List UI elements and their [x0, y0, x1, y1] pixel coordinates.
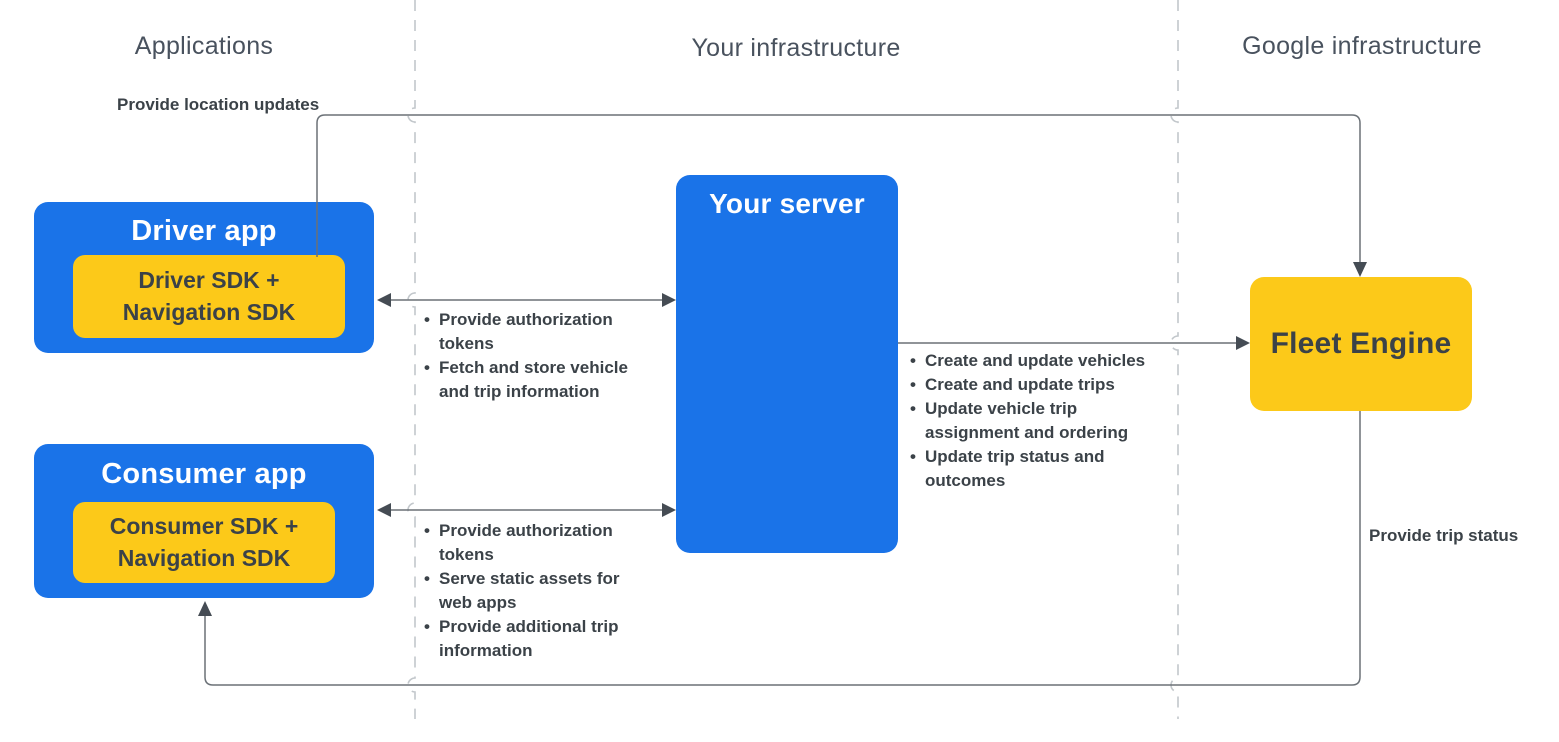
column-header-your-infrastructure: Your infrastructure [691, 34, 901, 62]
edge-label-provide-trip-status: Provide trip status [1369, 526, 1519, 545]
edge-list-server-to-fleet: Create and update vehicles Create and up… [910, 349, 1162, 493]
list-item: Provide additional trip information [424, 615, 636, 663]
driver-sdk-node: Driver SDK + Navigation SDK [73, 255, 345, 338]
list-item: Provide authorization tokens [424, 519, 636, 567]
arrowhead-left-consumer-app [377, 503, 391, 517]
list-item: Update vehicle trip assignment and order… [910, 397, 1162, 445]
arrowhead-right-your-server-top [662, 293, 676, 307]
your-server-node: Your server [676, 175, 898, 553]
edge-list-driver-to-server: Provide authorization tokens Fetch and s… [424, 308, 646, 404]
driver-app-node: Driver app Driver SDK + Navigation SDK [34, 202, 374, 353]
list-item: Create and update trips [910, 373, 1162, 397]
list-item: Provide authorization tokens [424, 308, 646, 356]
arrowhead-right-your-server-bottom [662, 503, 676, 517]
dashed-boundary-left [407, 0, 416, 719]
arrowhead-down-fleet-engine [1353, 262, 1367, 277]
consumer-sdk-line2: Navigation SDK [117, 544, 291, 571]
driver-app-title: Driver app [131, 215, 277, 247]
consumer-sdk-node: Consumer SDK + Navigation SDK [73, 502, 335, 583]
consumer-app-title: Consumer app [101, 458, 307, 490]
edge-label-provide-location-updates: Provide location updates [117, 95, 320, 114]
edge-list-consumer-to-server: Provide authorization tokens Serve stati… [424, 519, 636, 663]
driver-sdk-line1: Driver SDK + [138, 267, 280, 294]
fleet-engine-node: Fleet Engine [1250, 277, 1472, 411]
list-item: Fetch and store vehicle and trip informa… [424, 356, 646, 404]
fleet-engine-title: Fleet Engine [1270, 327, 1452, 360]
dashed-boundary-right [1170, 0, 1179, 719]
arrowhead-left-driver-app [377, 293, 391, 307]
consumer-app-node: Consumer app Consumer SDK + Navigation S… [34, 444, 374, 598]
column-header-google-infrastructure: Google infrastructure [1242, 32, 1482, 60]
consumer-sdk-line1: Consumer SDK + [109, 513, 299, 540]
your-server-title: Your server [709, 188, 865, 219]
arrowhead-up-consumer-app [198, 601, 212, 616]
list-item: Create and update vehicles [910, 349, 1162, 373]
column-header-applications: Applications [134, 32, 274, 60]
arrowhead-right-fleet-engine [1236, 336, 1250, 350]
driver-sdk-line2: Navigation SDK [122, 298, 296, 325]
list-item: Serve static assets for web apps [424, 567, 636, 615]
list-item: Update trip status and outcomes [910, 445, 1162, 493]
